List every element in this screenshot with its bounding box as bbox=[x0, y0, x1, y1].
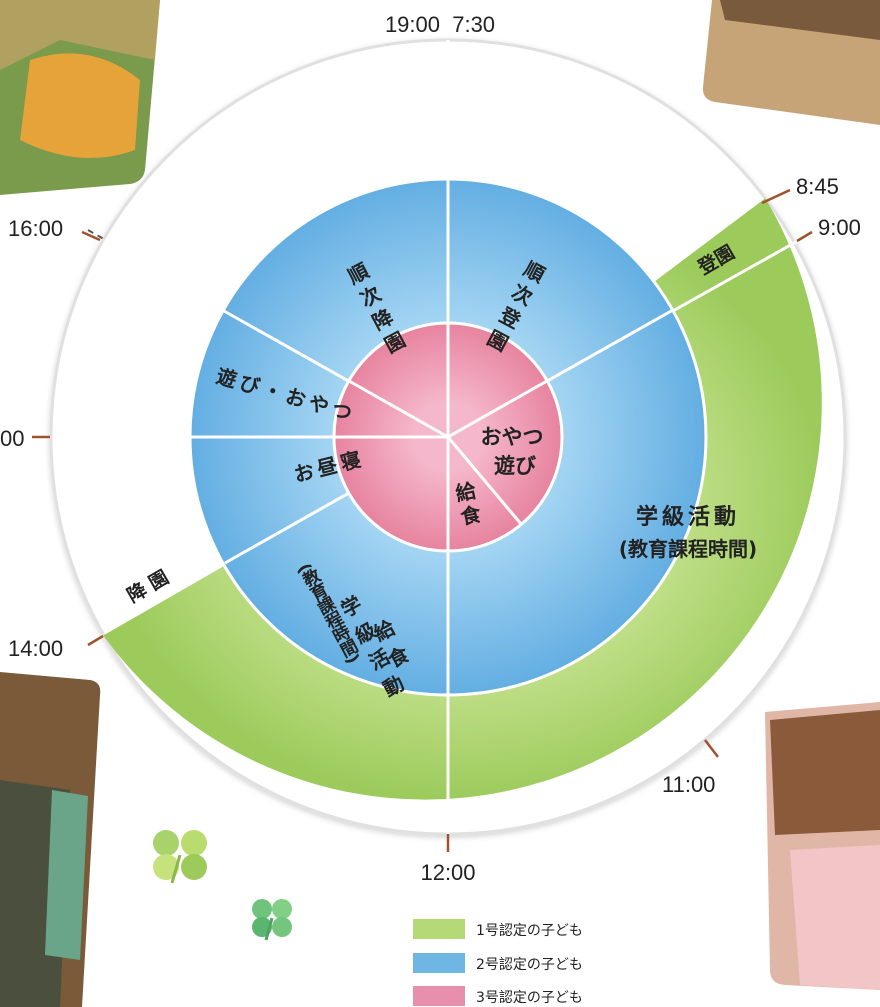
time-label-1900-730: 19:00 7:30 bbox=[385, 12, 495, 37]
legend-swatch-3 bbox=[413, 986, 465, 1006]
legend-label-1: 1号認定の子ども bbox=[476, 923, 583, 939]
time-label-1100: 11:00 bbox=[662, 772, 715, 797]
label-asobi: 遊び bbox=[494, 454, 536, 478]
legend-label-2: 2号認定の子ども bbox=[476, 957, 583, 973]
photo-top-right bbox=[702, 0, 880, 125]
label-gakkyu-line1: 学級活動 bbox=[636, 504, 740, 530]
clover-icon bbox=[252, 899, 292, 941]
photo-bottom-right bbox=[765, 702, 880, 990]
time-label-1500: 00 bbox=[0, 426, 24, 451]
pink-separators bbox=[334, 323, 548, 551]
time-label-1400: 14:00 bbox=[8, 636, 63, 661]
tick-marks bbox=[32, 188, 813, 852]
time-label-900: 9:00 bbox=[818, 215, 861, 240]
time-label-1200: 12:00 bbox=[420, 860, 475, 885]
label-oyatsu: おやつ bbox=[481, 425, 544, 449]
label-gakkyu-line2: (教育課程時間) bbox=[619, 537, 757, 561]
photo-bottom-left bbox=[0, 672, 101, 1007]
legend-label-3: 3号認定の子ども bbox=[476, 990, 583, 1006]
time-label-1600: 16:00 bbox=[8, 216, 63, 241]
time-label-845: 8:45 bbox=[796, 174, 839, 199]
legend-swatch-1 bbox=[413, 919, 465, 939]
clover-icon bbox=[153, 830, 207, 884]
legend: 1号認定の子ども 2号認定の子ども 3号認定の子ども bbox=[413, 919, 583, 1006]
photo-top-left bbox=[0, 0, 160, 195]
legend-swatch-2 bbox=[413, 953, 465, 973]
